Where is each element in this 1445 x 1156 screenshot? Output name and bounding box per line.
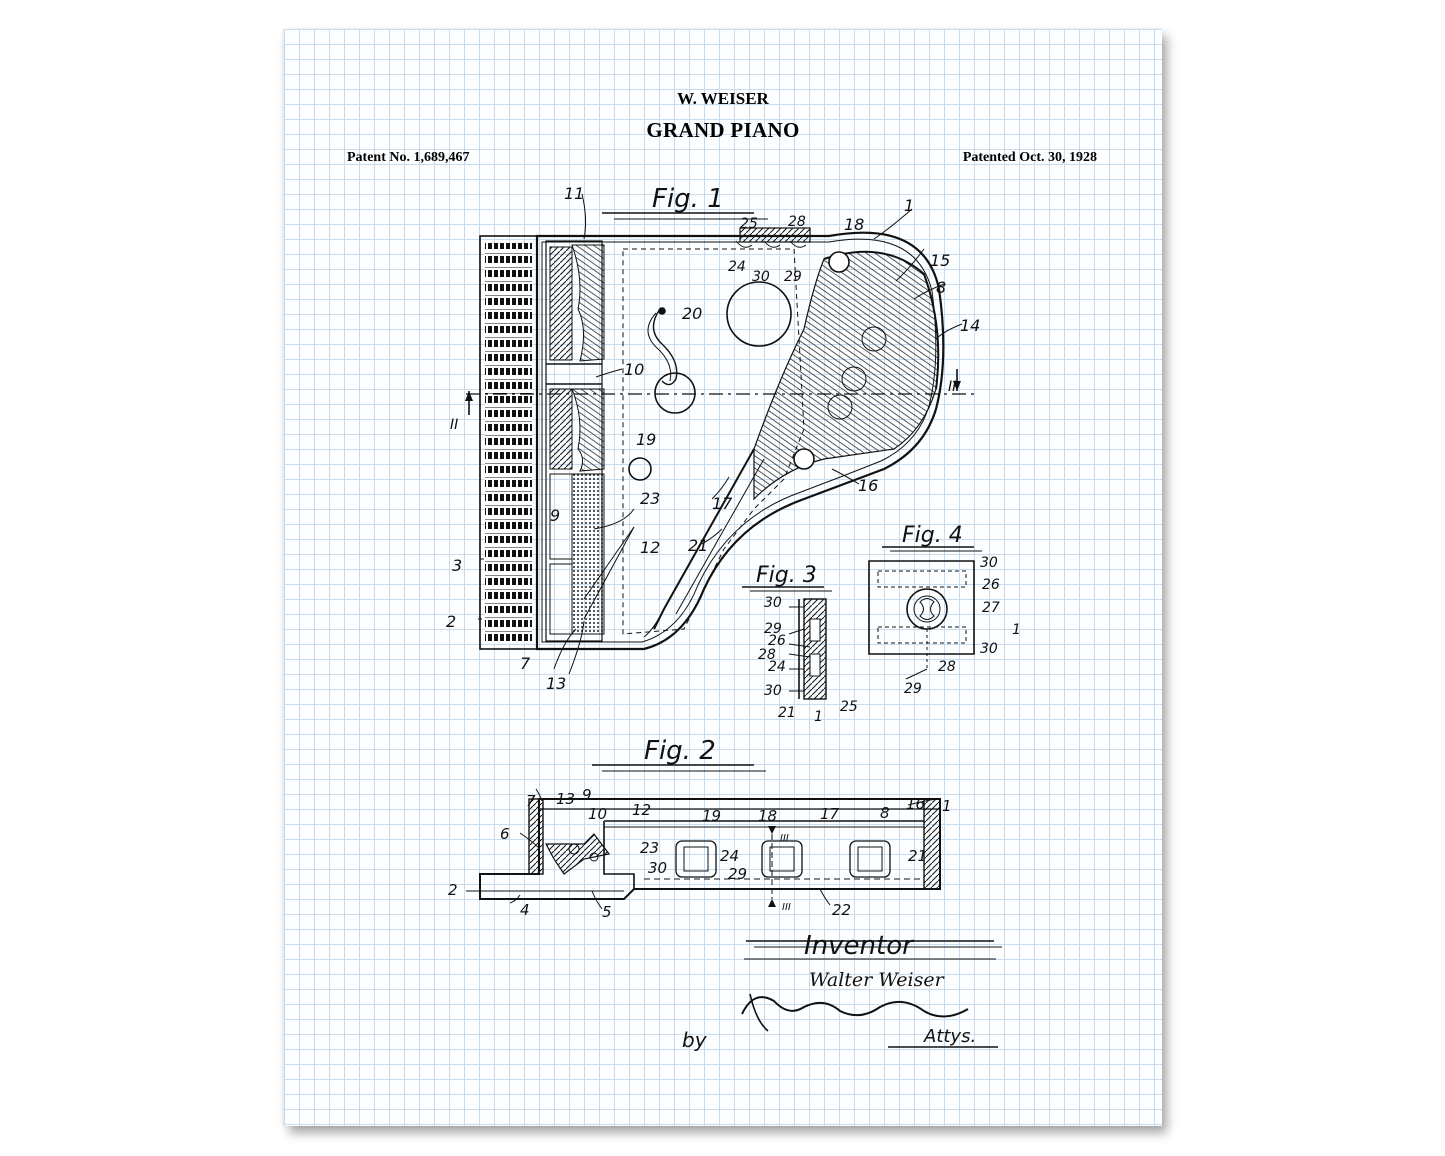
fig4-detail: Fig. 4 [868, 523, 982, 680]
svg-text:29: 29 [784, 269, 802, 285]
section-mark-bottom: III [782, 902, 791, 913]
svg-text:25: 25 [740, 216, 758, 232]
svg-text:9: 9 [550, 506, 560, 525]
svg-text:17: 17 [712, 494, 733, 513]
svg-text:28: 28 [938, 659, 956, 675]
svg-text:28: 28 [758, 647, 776, 663]
patent-number: Patent No. 1,689,467 [347, 150, 470, 165]
svg-text:1: 1 [942, 797, 952, 815]
by-label: by [682, 1028, 708, 1052]
svg-text:19: 19 [636, 430, 656, 449]
svg-text:6: 6 [500, 825, 510, 843]
fig3-label: Fig. 3 [756, 563, 817, 588]
inventor-heading: W. WEISER [677, 89, 769, 108]
svg-text:18: 18 [758, 807, 777, 825]
svg-text:12: 12 [632, 801, 651, 819]
patent-title: GRAND PIANO [646, 118, 800, 142]
svg-text:24: 24 [768, 659, 786, 675]
svg-text:1: 1 [904, 196, 914, 215]
fig2-label: Fig. 2 [644, 736, 716, 766]
svg-text:8: 8 [936, 278, 946, 297]
svg-text:8: 8 [880, 804, 890, 822]
svg-text:27: 27 [982, 600, 1000, 616]
svg-text:30: 30 [980, 555, 998, 571]
svg-text:11: 11 [564, 184, 584, 203]
svg-text:3: 3 [452, 556, 462, 575]
svg-text:21: 21 [688, 536, 708, 555]
svg-text:29: 29 [904, 681, 922, 697]
svg-text:10: 10 [624, 360, 644, 379]
section-mark-right: II [948, 379, 956, 395]
svg-text:5: 5 [602, 903, 612, 921]
svg-text:7: 7 [520, 654, 531, 673]
svg-text:13: 13 [546, 674, 566, 693]
fig1-label: Fig. 1 [652, 184, 724, 214]
svg-text:29: 29 [728, 865, 747, 883]
fig2-section-view: Fig. 2 [466, 736, 941, 913]
section-mark-left: II [450, 417, 458, 433]
svg-text:24: 24 [728, 259, 746, 275]
attys-label: Attys. [923, 1026, 976, 1047]
svg-text:14: 14 [960, 316, 980, 335]
svg-text:20: 20 [682, 304, 702, 323]
svg-text:21: 21 [908, 847, 927, 865]
svg-text:17: 17 [820, 805, 840, 823]
patent-print-sheet: W. WEISER GRAND PIANO Patent No. 1,689,4… [284, 29, 1162, 1126]
fig1-plan-view: Fig. 1 [450, 184, 974, 675]
svg-text:16: 16 [858, 476, 878, 495]
svg-text:29: 29 [764, 621, 782, 637]
fig4-label: Fig. 4 [902, 523, 963, 548]
svg-text:18: 18 [844, 215, 864, 234]
svg-text:7: 7 [526, 792, 536, 810]
patent-date: Patented Oct. 30, 1928 [962, 150, 1097, 165]
signature-block: Inventor Walter Weiser by Attys. [682, 931, 1002, 1052]
svg-text:1: 1 [1012, 622, 1021, 638]
svg-text:13: 13 [556, 790, 575, 808]
svg-text:10: 10 [588, 805, 607, 823]
patent-drawing: Fig. 1 [446, 184, 1021, 1052]
svg-text:24: 24 [720, 847, 739, 865]
svg-text:30: 30 [764, 683, 782, 699]
svg-text:30: 30 [764, 595, 782, 611]
inventor-signature: Walter Weiser [809, 969, 946, 991]
signature-heading: Inventor [804, 931, 915, 961]
svg-text:30: 30 [980, 641, 998, 657]
svg-text:16: 16 [906, 795, 925, 813]
svg-text:9: 9 [582, 786, 592, 804]
svg-text:26: 26 [768, 633, 786, 649]
svg-text:23: 23 [640, 839, 659, 857]
svg-text:30: 30 [752, 269, 770, 285]
svg-text:1: 1 [814, 709, 823, 725]
svg-text:21: 21 [778, 705, 796, 721]
svg-text:15: 15 [930, 251, 950, 270]
svg-text:12: 12 [640, 538, 660, 557]
svg-text:26: 26 [982, 577, 1000, 593]
svg-text:19: 19 [702, 807, 721, 825]
svg-text:30: 30 [648, 859, 667, 877]
svg-text:2: 2 [448, 881, 458, 899]
fig3-detail: Fig. 3 [742, 563, 832, 700]
svg-text:25: 25 [840, 699, 858, 715]
svg-text:4: 4 [520, 901, 530, 919]
svg-text:22: 22 [832, 901, 851, 919]
svg-text:23: 23 [640, 489, 660, 508]
svg-text:28: 28 [788, 214, 806, 230]
section-mark-top: III [780, 833, 789, 844]
svg-text:2: 2 [446, 612, 456, 631]
